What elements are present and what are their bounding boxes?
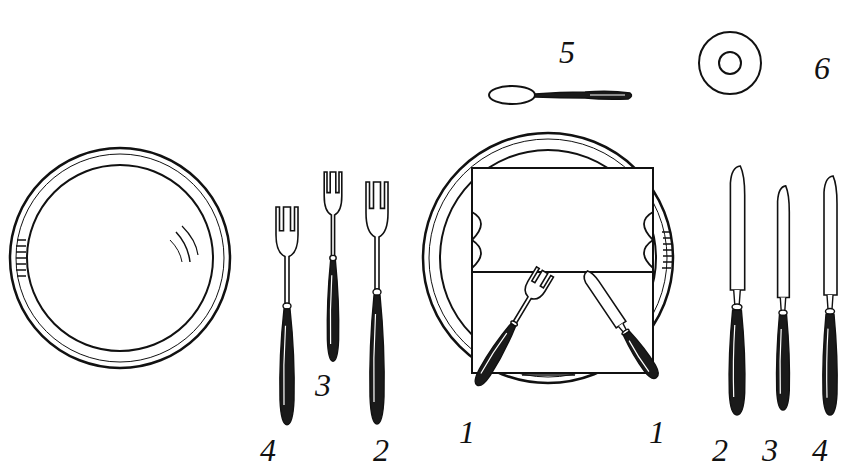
snack-fork <box>469 267 554 390</box>
callout-number: 2 <box>371 434 391 466</box>
callout-number: 2 <box>710 434 730 466</box>
knife <box>777 186 790 410</box>
knife <box>729 166 745 415</box>
callout-number: 4 <box>810 434 830 466</box>
main-plate <box>423 133 673 383</box>
fork <box>366 182 388 424</box>
callout-number: 3 <box>760 434 780 466</box>
callout-number: 5 <box>557 36 577 68</box>
side-plate <box>10 148 230 368</box>
callout-number: 4 <box>258 434 278 466</box>
fork <box>276 207 298 425</box>
callout-number: 1 <box>647 416 667 448</box>
dessert-spoon <box>489 86 632 104</box>
callout-number: 1 <box>457 416 477 448</box>
callout-number: 3 <box>313 369 333 401</box>
snack-knife <box>580 269 662 382</box>
knife <box>823 176 837 415</box>
saucer <box>699 32 761 94</box>
fork <box>324 172 342 361</box>
callout-number: 6 <box>812 52 832 84</box>
